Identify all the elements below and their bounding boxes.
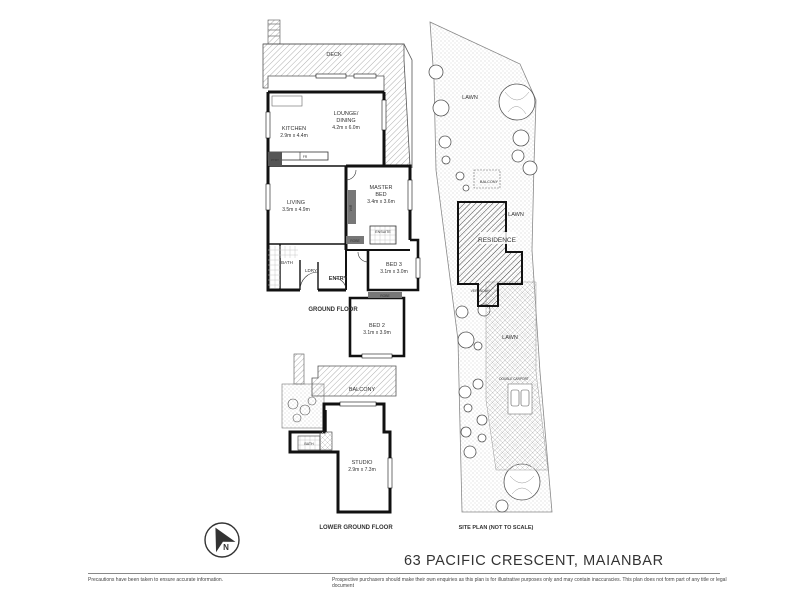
living-label: LIVING [287, 200, 305, 206]
verandah-label: VERANDAH [471, 289, 490, 293]
entry-label: ENTRY [329, 276, 348, 282]
deck-area [262, 43, 411, 167]
robe-label-master: ROBE [350, 239, 360, 243]
north-letter: N [223, 543, 229, 552]
lower-ground-floor-plan: BALCONY STUDIO 2.9m x 7.3m BATH LOWER GR… [281, 353, 397, 531]
lounge-label-2: DINING [336, 118, 355, 124]
site-balcony-label: BALCONY [480, 180, 499, 184]
lounge-size: 4.2m x 6.0m [332, 125, 360, 131]
kitchen-size: 2.9m x 4.4m [280, 133, 308, 139]
lower-ground-caption: LOWER GROUND FLOOR [319, 525, 393, 531]
site-plan-caption: SITE PLAN (NOT TO SCALE) [459, 525, 534, 531]
north-arrow-icon: N [204, 522, 240, 558]
lounge-label: LOUNGE/ [334, 111, 359, 117]
disclaimer-right: Prospective purchasers should make their… [332, 577, 727, 589]
bed3-size: 3.1m x 3.0m [380, 269, 408, 275]
lower-ground-walls [288, 402, 392, 514]
robe-label-bed3: ROBE [380, 294, 390, 298]
pantry-label: PTRY [271, 158, 279, 162]
kitchen-label: KITCHEN [282, 126, 306, 132]
residence-label: RESIDENCE [478, 237, 517, 244]
living-size: 3.5m x 4.9m [282, 207, 310, 213]
site-lawn-bottom: LAWN [502, 335, 518, 341]
site-plan: LAWN BALCONY LAWN RESIDENCE VERANDAH LAW… [428, 21, 553, 531]
bath-label: BATH [281, 260, 293, 265]
studio-size: 2.9m x 7.3m [348, 467, 376, 473]
ground-floor-plan: DECK KITCHEN 2.9m x 4.4m LOUNGE/ DINING … [262, 19, 421, 359]
property-address-title: 63 PACIFIC CRESCENT, MAIANBAR [404, 553, 664, 569]
ensuite-label: ENSUITE [375, 230, 391, 234]
ground-floor-walls [266, 90, 412, 292]
wir-label: WIR [349, 204, 353, 211]
master-size: 3.4m x 3.6m [367, 199, 395, 205]
bed3-label: BED 3 [386, 262, 402, 268]
site-lawn-mid: LAWN [508, 212, 524, 218]
carport-label: DOUBLE CARPORT [499, 377, 529, 381]
balcony-label: BALCONY [349, 387, 376, 393]
bed2-label: BED 2 [369, 323, 385, 329]
master-label: MASTER [370, 185, 393, 191]
lower-bath-label: BATH [304, 442, 314, 446]
ground-floor-caption: GROUND FLOOR [308, 307, 358, 313]
laundry-label: LDRY [305, 268, 317, 273]
fridge-label: FR [303, 155, 308, 159]
studio-label: STUDIO [352, 460, 374, 466]
bed2-size: 3.1m x 3.9m [363, 330, 391, 336]
site-lawn-top: LAWN [462, 95, 478, 101]
deck-label: DECK [326, 52, 342, 58]
master-label-2: BED [375, 192, 386, 198]
footer-divider [88, 573, 720, 574]
disclaimer-left: Precautions have been taken to ensure ac… [88, 577, 224, 583]
